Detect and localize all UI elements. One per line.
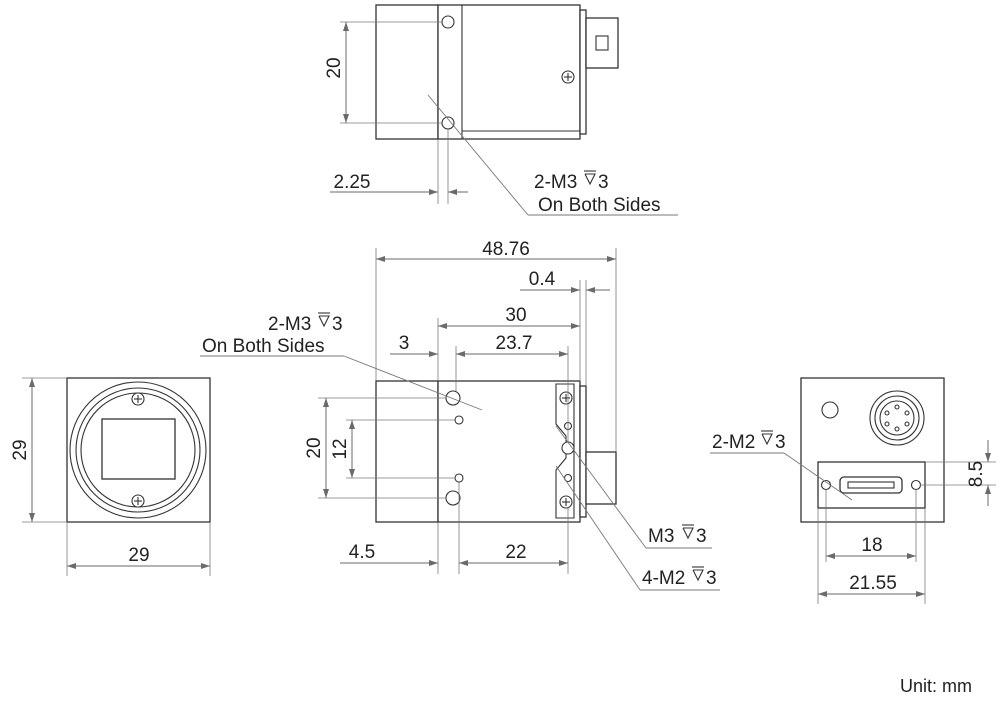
depth-symbol-icon (692, 566, 704, 582)
side-view-callout-left-thread: 2-M3 (268, 314, 311, 335)
side-view-hole-m3-lower (445, 490, 461, 506)
front-view-sensor-window (101, 418, 176, 480)
side-view-callout-left-depth: 3 (332, 314, 343, 335)
rear-view-usb-port (839, 476, 903, 494)
front-view-mount-outer (69, 381, 207, 519)
side-view-dim-hole-height: 20 (304, 437, 325, 458)
side-view-dim-body: 30 (505, 305, 526, 326)
side-view-dim-flange-offset: 3 (399, 333, 410, 354)
depth-symbol-icon (318, 312, 330, 328)
rear-view-dim-connector-height: 8.5 (966, 461, 987, 487)
top-view-connector (585, 17, 619, 69)
top-view-callout-sides: On Both Sides (538, 195, 661, 216)
front-view-dim-width: 29 (128, 545, 149, 566)
top-view: 20 2.25 2-M3 3 On Both Sides (324, 4, 678, 216)
top-view-dim-height: 20 (324, 57, 345, 78)
side-view-callout-m3-thread: M3 (648, 526, 674, 547)
rear-view-callout-thread: 2-M2 (712, 432, 755, 453)
rear-view-dim-hole-span: 18 (861, 535, 882, 556)
front-view-dim-height: 29 (10, 439, 31, 460)
side-view: 48.76 0.4 30 3 23.7 20 (200, 239, 720, 591)
top-view-lens-section (375, 4, 439, 140)
side-view-dim-gap: 0.4 (529, 269, 556, 290)
top-view-dim-offset: 2.25 (334, 172, 371, 193)
side-view-bracket (555, 383, 575, 519)
side-view-dim-small-hole-height: 12 (330, 438, 351, 459)
depth-symbol-icon (761, 430, 773, 446)
top-view-rear-plate (579, 9, 587, 135)
rear-view-callout-depth: 3 (775, 432, 786, 453)
side-view-callout-left-sides: On Both Sides (202, 336, 325, 357)
side-view-rear-plate (579, 385, 587, 518)
rear-view-io-connector (869, 390, 925, 446)
depth-symbol-icon (682, 524, 694, 540)
rear-view-hole-right (910, 479, 922, 491)
side-view-dim-bottom-span: 22 (505, 542, 526, 563)
depth-symbol-icon (584, 170, 596, 186)
side-view-dim-front-offset: 4.5 (349, 542, 375, 563)
side-view-dim-hole-span: 23.7 (496, 333, 533, 354)
front-view: 29 29 (10, 377, 211, 576)
rear-view: 2-M2 3 8.5 18 21.55 (710, 377, 996, 604)
rear-view-led-hole (821, 401, 839, 419)
side-view-dim-overall-length: 48.76 (482, 239, 530, 260)
top-view-callout-depth: 3 (598, 172, 609, 193)
side-view-callout-m2-depth: 3 (706, 568, 717, 589)
side-view-lens-section (375, 380, 439, 523)
side-view-hole-m3-upper (445, 390, 461, 406)
unit-label: Unit: mm (900, 676, 972, 696)
side-view-callout-m2-thread: 4-M2 (642, 568, 685, 589)
top-view-main-body (437, 4, 581, 140)
side-view-callout-m3-depth: 3 (696, 526, 707, 547)
side-view-connector (585, 451, 617, 505)
top-view-callout-thread: 2-M3 (534, 172, 577, 193)
side-view-hole-small-lower (454, 473, 464, 483)
side-view-hole-small-upper (454, 415, 464, 425)
top-view-hole-upper (441, 15, 455, 29)
rear-view-dim-plate-width: 21.55 (849, 573, 897, 594)
